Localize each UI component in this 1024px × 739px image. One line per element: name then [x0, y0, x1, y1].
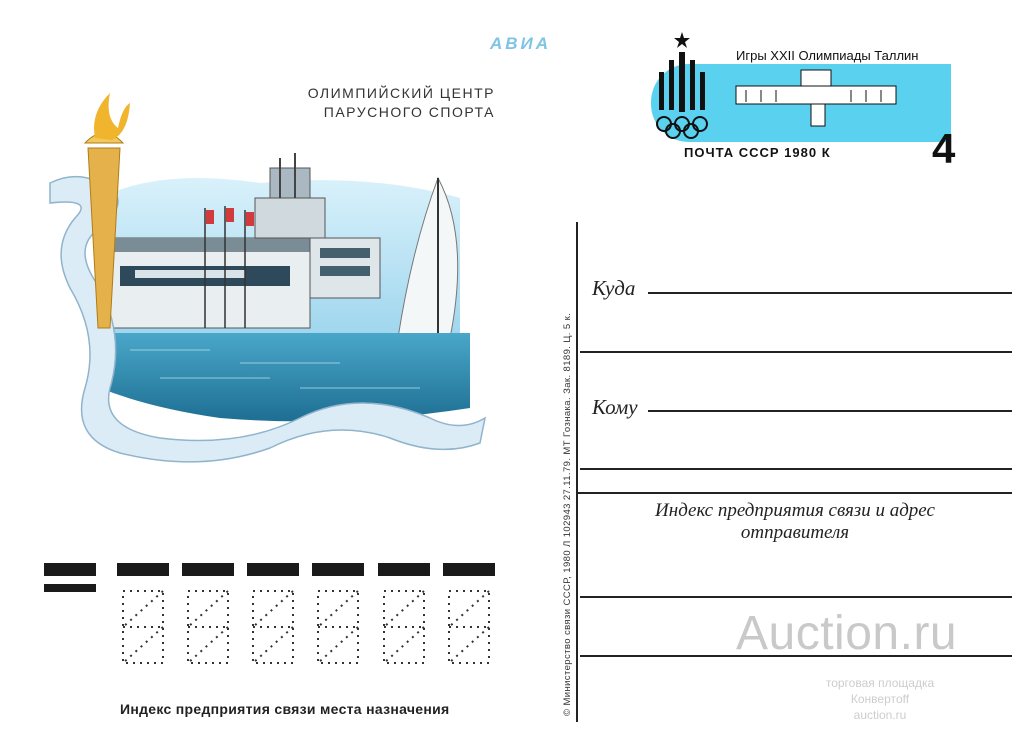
olympic-rings-icon	[656, 116, 708, 139]
index-marker-bar	[44, 563, 96, 576]
stamp-artwork	[656, 32, 897, 139]
index-digit-stencil-2	[187, 590, 229, 664]
to-where-line	[648, 292, 1012, 294]
stamp-title: Игры XXII Олимпиады Таллин	[736, 48, 919, 63]
publisher-imprint: © Министерство связи СССР, 1980 Л 102943…	[562, 312, 573, 716]
airmail-label: АВИА	[490, 34, 552, 53]
to-whom-line-2	[580, 468, 1012, 470]
index-digit-stencil-1	[122, 590, 164, 664]
watermark-logo: Auction.ru	[736, 607, 958, 660]
sender-caption-line1: Индекс предприятия связи и адрес	[655, 500, 935, 521]
to-whom-line	[648, 410, 1012, 412]
index-marker-bar-2	[44, 584, 96, 592]
star-icon	[674, 32, 690, 48]
sender-caption: Индекс предприятия связи и адрес отправи…	[590, 500, 1000, 544]
index-digit-bar-4	[312, 563, 364, 576]
watermark-line3: auction.ru	[853, 708, 907, 722]
to-whom-label: Кому	[592, 395, 638, 419]
index-digit-stencil-3	[252, 590, 294, 664]
index-digit-stencil-6	[448, 590, 490, 664]
index-digit-bar-5	[378, 563, 430, 576]
sender-divider	[576, 492, 1012, 494]
postage-stamp: Игры XXII Олимпиады Таллин ПОЧТА СССР 19…	[636, 30, 958, 172]
watermark-line2: Конвертoff	[850, 692, 910, 706]
picture-title: ОЛИМПИЙСКИЙ ЦЕНТР ПАРУСНОГО СПОРТА	[250, 84, 495, 122]
postal-index-caption: Индекс предприятия связи места назначени…	[120, 701, 450, 717]
index-digit-stencil-5	[383, 590, 425, 664]
index-digit-bar-2	[182, 563, 234, 576]
olympic-sailing-center-illustration	[49, 93, 487, 463]
stamp-value: 4	[932, 125, 956, 172]
sender-line-1	[580, 596, 1012, 598]
picture-title-line1: ОЛИМПИЙСКИЙ ЦЕНТР	[307, 85, 495, 101]
to-where-label: Куда	[592, 276, 636, 300]
stamp-footer: ПОЧТА СССР 1980 К	[684, 145, 831, 160]
sender-line-2	[580, 655, 1012, 657]
watermark-line1: торговая площадка	[825, 676, 935, 690]
index-digit-bar-1	[117, 563, 169, 576]
to-where-line-2	[580, 351, 1012, 353]
address-area	[576, 222, 1022, 722]
index-digit-stencil-4	[317, 590, 359, 664]
index-digit-bar-3	[247, 563, 299, 576]
sender-caption-line2: отправителя	[740, 522, 850, 543]
picture-title-line2: ПАРУСНОГО СПОРТА	[323, 104, 495, 120]
index-digit-bar-6	[443, 563, 495, 576]
